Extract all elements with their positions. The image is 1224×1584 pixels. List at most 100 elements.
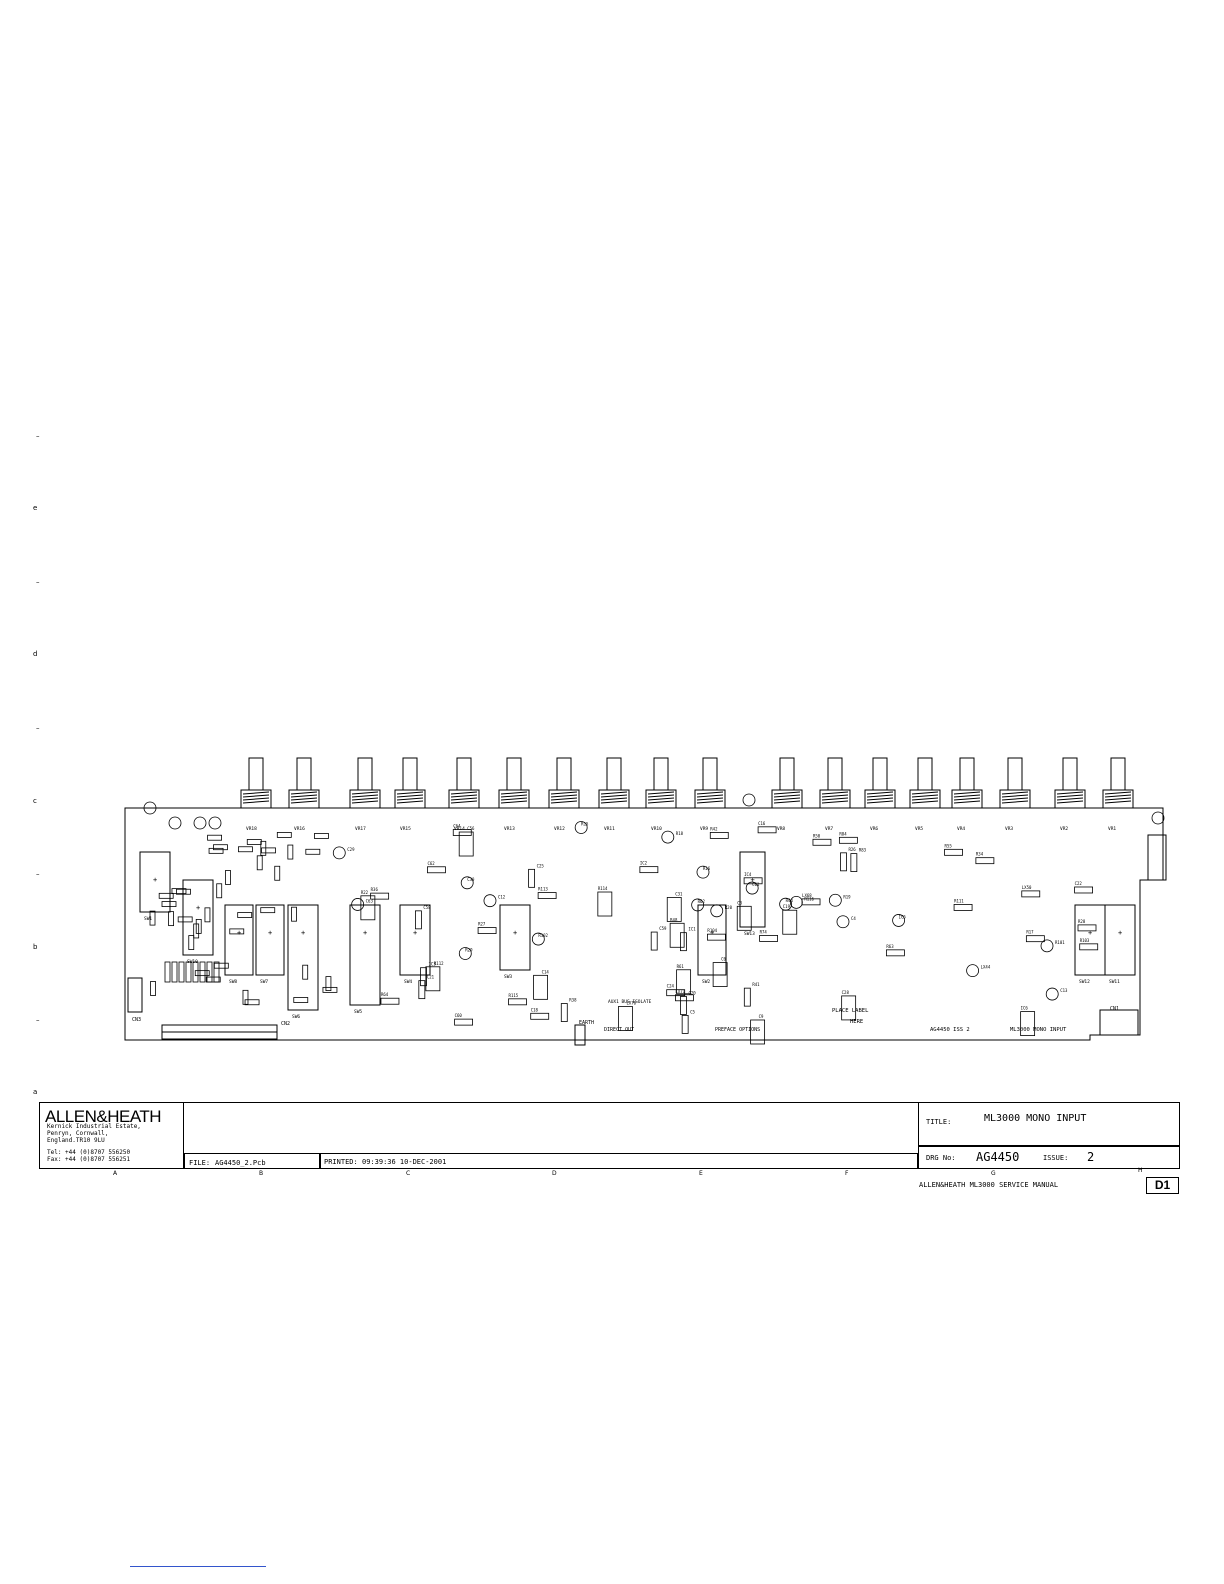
- component-footprint: [207, 834, 222, 841]
- pot-label: VR14: [454, 826, 465, 832]
- component-label: R61: [677, 964, 685, 969]
- switch-label: SW6: [292, 1014, 300, 1020]
- component-footprint: [681, 1015, 689, 1034]
- switch-body: [697, 904, 727, 976]
- component-label: R74: [760, 929, 768, 934]
- component-footprint: [274, 865, 281, 881]
- component-footprint: [743, 987, 751, 1007]
- component-label: R44: [786, 898, 794, 903]
- component-footprint: [225, 870, 231, 885]
- component-footprint: [537, 892, 557, 899]
- earth-label: EARTH: [579, 1020, 594, 1026]
- component-footprint: [332, 846, 346, 860]
- component-footprint: [1020, 1011, 1036, 1036]
- component-footprint: [745, 881, 759, 895]
- component-label: R18: [676, 831, 684, 836]
- component-footprint: [452, 829, 472, 836]
- component-footprint: [736, 905, 752, 931]
- component-label: R83: [859, 848, 867, 853]
- column-letter: H: [1138, 1167, 1143, 1174]
- resistor-bank: [178, 961, 185, 983]
- component-label: R36: [371, 887, 379, 892]
- component-footprint: [177, 916, 193, 923]
- component-footprint: [293, 997, 309, 1003]
- title-label: TITLE:: [926, 1118, 952, 1126]
- component-footprint: [229, 928, 245, 935]
- switch-plus: +: [710, 929, 714, 937]
- pot-label: VR13: [504, 826, 515, 832]
- component-footprint: [759, 935, 778, 942]
- component-label: C20: [688, 990, 696, 995]
- column-letter: A: [113, 1170, 118, 1177]
- component-footprint: [305, 848, 321, 855]
- component-footprint: [1021, 890, 1041, 898]
- resistor-bank: [206, 961, 213, 983]
- pot-label: VR15: [400, 826, 411, 832]
- pot-label: VR12: [554, 826, 565, 832]
- switch-plus: +: [196, 904, 200, 912]
- switch-plus: +: [1118, 929, 1122, 937]
- component-footprint: [530, 1012, 550, 1020]
- component-footprint: [213, 962, 229, 969]
- component-label: IC4: [744, 872, 752, 877]
- component-label: LX70: [626, 1000, 636, 1005]
- switch-label: SW3: [504, 974, 512, 980]
- component-label: R112: [434, 961, 444, 966]
- switch-label: SW8: [229, 979, 237, 985]
- preface-options-label: PREFACE OPTIONS: [715, 1027, 760, 1033]
- connector-label: CN2: [281, 1021, 290, 1027]
- pot-label: VR17: [355, 826, 366, 832]
- switch-plus: +: [1088, 929, 1092, 937]
- pot-label: VR10: [651, 826, 662, 832]
- component-footprint: [892, 914, 906, 927]
- component-footprint: [597, 891, 613, 917]
- component-label: R102: [538, 933, 548, 938]
- switch-plus: +: [363, 929, 367, 937]
- switch-body: [1104, 904, 1136, 976]
- component-footprint: [680, 996, 687, 1015]
- switch-plus: +: [268, 929, 272, 937]
- component-footprint: [531, 932, 545, 946]
- switch-label: SW5: [354, 1009, 362, 1015]
- pot-shaft: [548, 757, 580, 809]
- component-label: LX50: [1022, 885, 1032, 890]
- column-letter: G: [991, 1170, 996, 1177]
- component-footprint: [161, 901, 177, 907]
- component-footprint: [1040, 939, 1054, 953]
- switch-label: SW4: [404, 979, 412, 985]
- title-cell: [918, 1102, 1180, 1146]
- component-label: IC2: [640, 861, 648, 866]
- edge-mark: a: [33, 1088, 38, 1096]
- led-footprint: [1151, 811, 1165, 825]
- component-footprint: [256, 855, 263, 871]
- component-footprint: [1074, 886, 1093, 894]
- component-label: IC6: [1021, 1006, 1029, 1011]
- column-letter: D: [552, 1170, 557, 1177]
- component-footprint: [812, 838, 832, 846]
- component-label: R20: [725, 905, 733, 910]
- component-label: C60: [455, 1013, 463, 1018]
- switch-plus: +: [237, 929, 241, 937]
- component-footprint: [836, 915, 850, 929]
- component-label: C9: [759, 1014, 764, 1019]
- component-label: C3: [737, 900, 742, 905]
- component-footprint: [188, 935, 195, 950]
- component-footprint: [750, 1019, 766, 1045]
- resistor-bank: [164, 961, 171, 983]
- component-footprint: [850, 853, 858, 872]
- company-address: Kernick Industrial Estate, Penryn, Cornw…: [47, 1123, 141, 1144]
- component-label: C63: [366, 898, 374, 903]
- switch-label: SW7: [260, 979, 268, 985]
- component-footprint: [237, 912, 253, 918]
- phone-line: Tel: +44 (0)8707 556250: [47, 1149, 131, 1156]
- component-label: C21: [427, 975, 435, 980]
- component-footprint: [458, 831, 474, 857]
- component-footprint: [244, 999, 260, 1006]
- component-label: R29: [465, 948, 473, 953]
- switch-body: [499, 904, 531, 971]
- component-label: R15: [581, 822, 589, 827]
- component-label: R42: [710, 826, 718, 831]
- component-label: R63: [886, 944, 894, 949]
- edge-mark: e: [33, 504, 38, 512]
- component-footprint: [953, 904, 973, 911]
